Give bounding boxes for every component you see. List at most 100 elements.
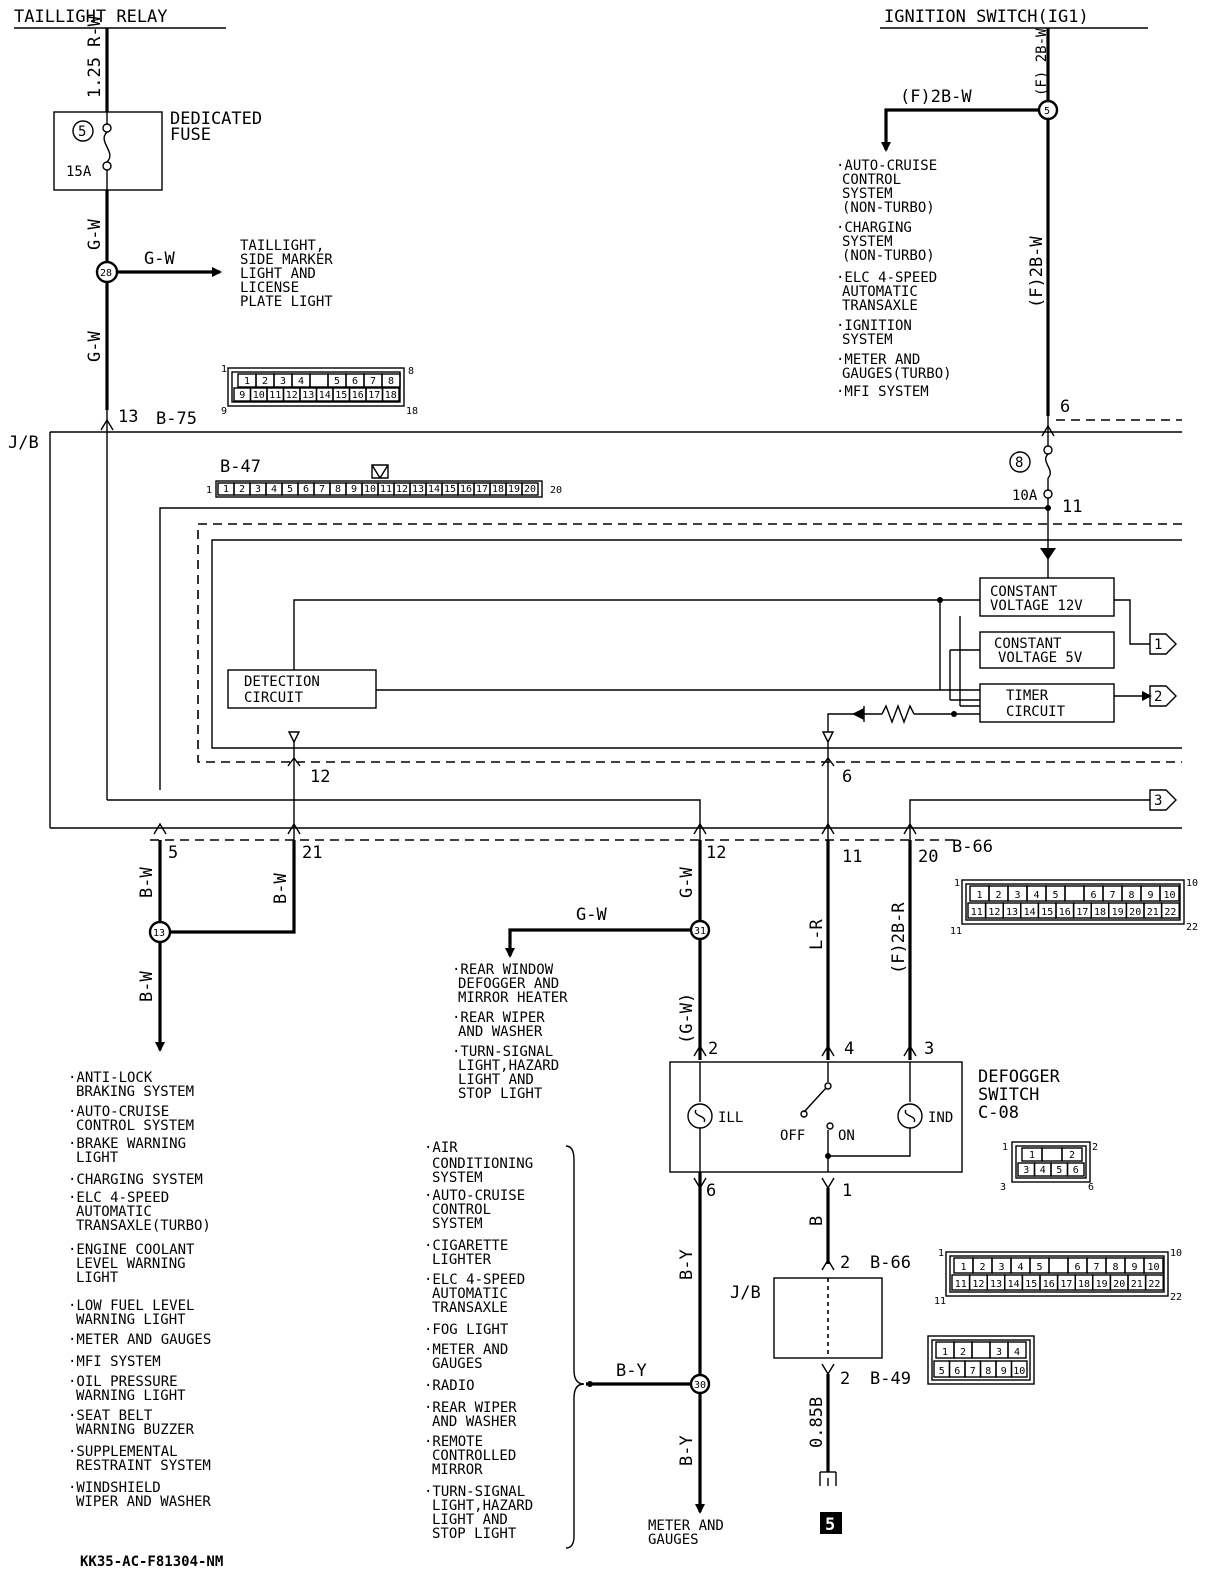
mid-item: SYSTEM xyxy=(432,1216,483,1232)
c08-end-3: 3 xyxy=(1000,1182,1006,1193)
b66a-top-cell xyxy=(1159,885,1180,902)
b66b-end-1: 1 xyxy=(938,1248,944,1259)
cv5-label-1: CONSTANT xyxy=(994,636,1062,652)
b47-pin: 11 xyxy=(380,484,392,495)
fuse-8-number: 8 xyxy=(1015,455,1023,471)
b75-bottom-cell xyxy=(381,387,400,402)
left-item: ·SUPPLEMENTAL xyxy=(68,1444,178,1460)
junction-28-label: 28 xyxy=(100,268,112,279)
rear-item: STOP LIGHT xyxy=(458,1086,543,1102)
ign-item: (NON-TURBO) xyxy=(842,200,935,216)
defogger-switch-label-3: C-08 xyxy=(978,1103,1019,1123)
left-item: ·METER AND GAUGES xyxy=(68,1332,211,1348)
wire-label-bw-3: B-W xyxy=(137,971,157,1002)
mid-item: GAUGES xyxy=(432,1356,483,1372)
b66a-bottom-pin: 15 xyxy=(1041,907,1053,918)
timer-label-1: TIMER xyxy=(1006,688,1049,704)
fuse-5-icon xyxy=(102,112,112,190)
wire-label-f2bw-vert: (F)2B-W xyxy=(1027,236,1047,308)
b66-end-10: 10 xyxy=(1186,878,1198,889)
b66b-bottom-pin: 16 xyxy=(1043,1279,1055,1290)
b66b-bottom-pin: 22 xyxy=(1148,1279,1160,1290)
taillight-item: TAILLIGHT, xyxy=(240,238,324,254)
b49-top-pin: 1 xyxy=(942,1347,948,1358)
mid-item: ·ELC 4-SPEED xyxy=(424,1272,525,1288)
b47-pin: 4 xyxy=(271,484,277,495)
mid-item: ·TURN-SIGNAL xyxy=(424,1484,525,1500)
dedicated-fuse-label-1: DEDICATED xyxy=(170,109,262,129)
b66b-top-pin: 2 xyxy=(979,1262,985,1273)
constant-voltage-5v-box xyxy=(979,631,1115,669)
b66b-top-pin: 10 xyxy=(1147,1262,1159,1273)
b47-pin: 7 xyxy=(319,484,325,495)
b47-pin: 9 xyxy=(351,484,357,495)
jb-label: J/B xyxy=(8,433,39,453)
mid-item: CONTROL xyxy=(432,1202,491,1218)
mid-item: AND WASHER xyxy=(432,1414,517,1430)
wire-label-gw-paren: (G-W) xyxy=(677,993,697,1044)
timer-label-2: CIRCUIT xyxy=(1006,704,1066,720)
b47-pin: 18 xyxy=(492,484,504,495)
mid-item: ·RADIO xyxy=(424,1378,475,1394)
c08-bottom-pin: 6 xyxy=(1073,1165,1079,1176)
ign-item: ·IGNITION xyxy=(836,318,912,334)
b66a-top-pin: 5 xyxy=(1052,890,1058,901)
b75-bottom-pin: 16 xyxy=(352,390,364,401)
b49-bottom-pin: 7 xyxy=(970,1366,976,1377)
b75-bottom-pin: 14 xyxy=(319,390,331,401)
wire-label-f2bw-top: (F) 2B-W xyxy=(1034,28,1050,96)
pin-20-label: 20 xyxy=(918,847,938,867)
c08-bottom-pin: 4 xyxy=(1040,1165,1046,1176)
taillight-item: SIDE MARKER xyxy=(240,252,333,268)
ign-item: GAUGES(TURBO) xyxy=(842,366,952,382)
output-2-label: 2 xyxy=(1154,689,1162,705)
wire-label-f2br: (F)2B-R xyxy=(889,902,909,974)
switch-pin-6: 6 xyxy=(706,1181,716,1201)
b49-top-pin: 2 xyxy=(960,1347,966,1358)
b75-bottom-pin: 10 xyxy=(253,390,265,401)
defogger-switch-label-2: SWITCH xyxy=(978,1085,1039,1105)
fuse-8-icon xyxy=(1043,445,1053,499)
output-3-arrow-icon xyxy=(1149,789,1177,811)
ign-item: ·AUTO-CRUISE xyxy=(836,158,937,174)
b75-top-pin: 6 xyxy=(352,376,358,387)
mid-item: SYSTEM xyxy=(432,1170,483,1186)
ind-label: IND xyxy=(928,1110,953,1126)
b66-end-22: 22 xyxy=(1186,922,1198,933)
b47-pin: 13 xyxy=(412,484,424,495)
wire-label-gw-4: G-W xyxy=(677,867,697,898)
b66b-top-pin: 1 xyxy=(960,1262,966,1273)
reference-code: KK35-AC-F81304-NM xyxy=(80,1554,223,1570)
mid-item: CONDITIONING xyxy=(432,1156,533,1172)
b75-bottom-pin: 11 xyxy=(269,390,281,401)
wire-label-gw-5: G-W xyxy=(576,905,607,925)
pin-12-det-label: 12 xyxy=(310,767,330,787)
b66b-top-cell xyxy=(1143,1257,1164,1274)
resistor-icon xyxy=(881,704,915,724)
rear-item: MIRROR HEATER xyxy=(458,990,568,1006)
b47-pin: 17 xyxy=(476,484,488,495)
b66b-top-pin: 6 xyxy=(1074,1262,1080,1273)
b66a-bottom-pin: 13 xyxy=(1006,907,1018,918)
ignition-switch-label: IGNITION SWITCH(IG1) xyxy=(884,7,1089,27)
mid-item: LIGHT,HAZARD xyxy=(432,1498,533,1514)
b49-bottom-pin: 6 xyxy=(954,1366,960,1377)
defogger-switch-label-1: DEFOGGER xyxy=(978,1067,1061,1087)
b75-end-9: 9 xyxy=(221,406,227,417)
defogger-switch-contact-icon xyxy=(800,1062,834,1172)
mid-item: ·CIGARETTE xyxy=(424,1238,508,1254)
b66a-bottom-pin: 17 xyxy=(1076,907,1088,918)
b66b-bottom-pin: 12 xyxy=(972,1279,984,1290)
jb-pin-2a: 2 xyxy=(840,1253,850,1273)
output-3-label: 3 xyxy=(1154,793,1162,809)
b47-pin: 5 xyxy=(287,484,293,495)
detection-label-2: CIRCUIT xyxy=(244,690,304,706)
c08-bottom-pin: 3 xyxy=(1023,1165,1029,1176)
defogger-switch-pin-arrows xyxy=(693,1044,917,1057)
b66-pin-arrows xyxy=(153,822,917,835)
left-item: ·ANTI-LOCK xyxy=(68,1070,153,1086)
b75-bottom-pin: 15 xyxy=(335,390,347,401)
